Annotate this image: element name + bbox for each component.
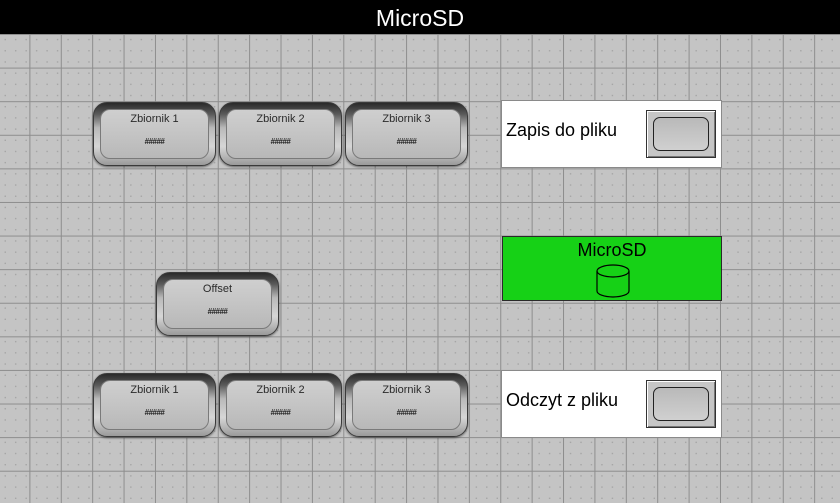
bottom-tank-1-label: Zbiornik 1 [130, 384, 179, 396]
top-tank-2-button[interactable]: Zbiornik 2 ##### [219, 102, 342, 166]
bottom-tank-2-label: Zbiornik 2 [256, 384, 305, 396]
top-tank-1-button[interactable]: Zbiornik 1 ##### [93, 102, 216, 166]
top-tank-2-label: Zbiornik 2 [256, 113, 305, 125]
offset-button[interactable]: Offset ##### [156, 272, 279, 336]
offset-value: ##### [207, 307, 228, 316]
bottom-tank-3-button[interactable]: Zbiornik 3 ##### [345, 373, 468, 437]
microsd-status-label: MicroSD [577, 240, 647, 260]
bottom-tank-2-value: ##### [270, 408, 291, 417]
read-file-button[interactable] [646, 380, 716, 428]
top-tank-1-label: Zbiornik 1 [130, 113, 179, 125]
window-title: MicroSD [0, 0, 840, 34]
offset-label: Offset [202, 283, 233, 295]
bottom-tank-1-value: ##### [144, 408, 165, 417]
write-file-label: Zapis do pliku [506, 120, 618, 140]
bottom-tank-3-value: ##### [396, 408, 417, 417]
top-tank-1-value: ##### [144, 137, 165, 146]
database-icon [596, 264, 630, 298]
bottom-tank-2-button[interactable]: Zbiornik 2 ##### [219, 373, 342, 437]
bottom-tank-1-button[interactable]: Zbiornik 1 ##### [93, 373, 216, 437]
bottom-tank-3-label: Zbiornik 3 [382, 384, 431, 396]
read-file-label: Odczyt z pliku [506, 390, 619, 410]
top-tank-2-value: ##### [270, 137, 291, 146]
write-file-button[interactable] [646, 110, 716, 158]
microsd-status-indicator: MicroSD [502, 236, 722, 301]
top-tank-3-label: Zbiornik 3 [382, 113, 431, 125]
read-file-panel: Odczyt z pliku [501, 370, 722, 438]
top-tank-3-button[interactable]: Zbiornik 3 ##### [345, 102, 468, 166]
top-tank-3-value: ##### [396, 137, 417, 146]
write-file-panel: Zapis do pliku [501, 100, 722, 168]
